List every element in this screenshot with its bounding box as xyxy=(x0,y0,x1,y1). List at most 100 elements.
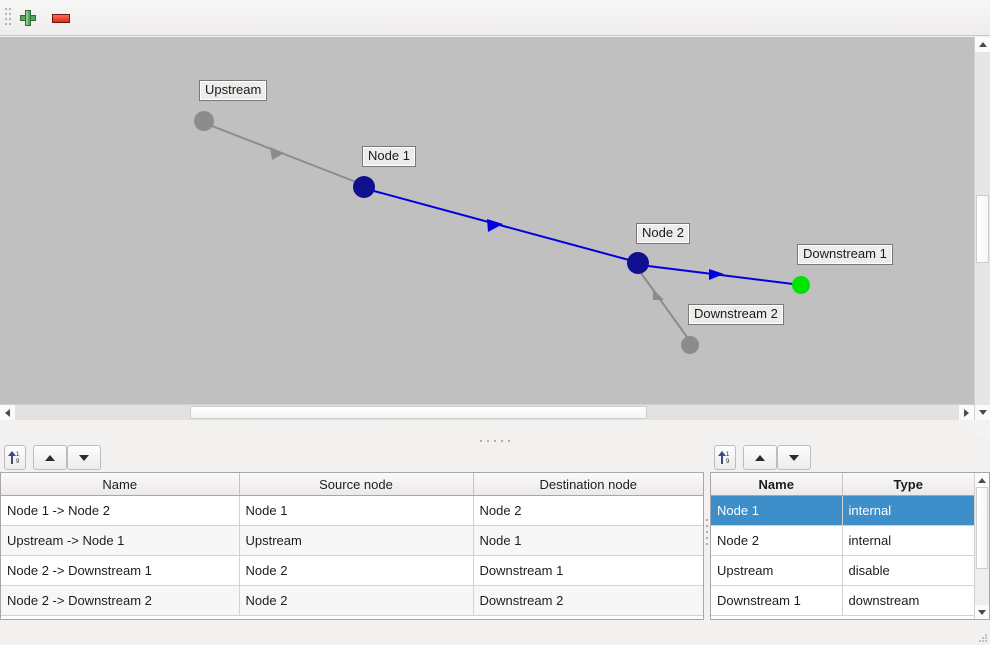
nodes-column-header-name[interactable]: Name xyxy=(711,473,843,496)
links-filler-cell xyxy=(1,615,239,619)
minus-icon xyxy=(52,13,70,23)
table-row[interactable]: Upstream -> Node 1 Upstream Node 1 xyxy=(1,525,703,556)
links-cell-source: Node 1 xyxy=(239,495,474,526)
splitter-grip xyxy=(480,440,510,442)
nodes-pane: 1 9 Name Type xyxy=(710,445,990,645)
graph-node-label-downstream-1[interactable]: Downstream 1 xyxy=(797,244,893,265)
table-row[interactable]: Downstream 1 downstream xyxy=(711,585,974,616)
links-cell-name: Node 2 -> Downstream 1 xyxy=(1,555,240,586)
graph-node-node-2 xyxy=(627,252,649,274)
move-up-icon xyxy=(755,454,765,461)
nodes-move-up-button[interactable] xyxy=(743,445,777,470)
links-cell-source: Node 2 xyxy=(239,585,474,616)
links-move-up-button[interactable] xyxy=(33,445,67,470)
nodes-cell-name: Downstream 1 xyxy=(711,585,843,616)
nodes-cell-type: internal xyxy=(842,495,974,526)
nodes-table-scrollbar[interactable] xyxy=(974,473,989,619)
move-down-icon xyxy=(79,454,89,461)
sort-ascending-icon: 1 9 xyxy=(717,450,733,466)
toolbar-drag-handle[interactable] xyxy=(5,8,11,30)
links-filler-cell xyxy=(473,615,703,619)
nodes-filler-cell xyxy=(711,615,842,619)
chevron-down-icon xyxy=(978,609,986,615)
chevron-up-icon xyxy=(978,477,986,483)
nodes-scroll-up-button[interactable] xyxy=(975,473,989,487)
graph-node-label-upstream[interactable]: Upstream xyxy=(199,80,268,101)
links-toolbar: 1 9 xyxy=(0,445,704,472)
hscroll-thumb[interactable] xyxy=(190,406,647,419)
links-move-down-button[interactable] xyxy=(67,445,101,470)
table-row[interactable]: Node 2 -> Downstream 2 Node 2 Downstream… xyxy=(1,585,703,616)
links-table-container[interactable]: Name Source node Destination node Node 1… xyxy=(0,472,704,620)
nodes-scroll-thumb[interactable] xyxy=(976,487,988,569)
horizontal-splitter[interactable] xyxy=(0,437,990,445)
table-row[interactable]: Upstream disable xyxy=(711,555,974,586)
graph-edges xyxy=(194,111,810,354)
sort-digit-bottom: 9 xyxy=(726,458,730,465)
nodes-move-down-button[interactable] xyxy=(777,445,811,470)
window-resize-grip[interactable] xyxy=(979,634,987,642)
nodes-table-container[interactable]: Name Type Node 1 internal Node 2 interna… xyxy=(710,472,990,620)
nodes-sort-button[interactable]: 1 9 xyxy=(714,445,736,470)
table-row[interactable]: Node 1 internal xyxy=(711,495,974,526)
nodes-cell-type: internal xyxy=(842,525,974,556)
graph-node-label-downstream-2[interactable]: Downstream 2 xyxy=(688,304,784,325)
graph-node-label-node-1[interactable]: Node 1 xyxy=(362,146,416,167)
hscroll-left-button[interactable] xyxy=(0,405,15,420)
vscroll-thumb[interactable] xyxy=(976,195,989,263)
table-row[interactable]: Node 1 -> Node 2 Node 1 Node 2 xyxy=(1,495,703,526)
links-filler-cell xyxy=(239,615,473,619)
links-cell-destination: Downstream 1 xyxy=(473,555,703,586)
hscroll-right-button[interactable] xyxy=(959,405,974,420)
graph-canvas[interactable]: Upstream Node 1 Node 2 Downstream 1 Down… xyxy=(0,37,974,420)
main-toolbar xyxy=(0,0,990,36)
links-cell-destination: Downstream 2 xyxy=(473,585,703,616)
links-cell-source: Node 2 xyxy=(239,555,474,586)
add-button[interactable] xyxy=(17,7,39,29)
nodes-filler-cell xyxy=(842,615,974,619)
nodes-cell-name: Node 1 xyxy=(711,495,843,526)
links-table-filler-row xyxy=(1,615,703,619)
graph-node-label-node-2[interactable]: Node 2 xyxy=(636,223,690,244)
links-column-header-source[interactable]: Source node xyxy=(239,473,474,496)
canvas-horizontal-scrollbar[interactable] xyxy=(0,404,974,420)
nodes-scroll-down-button[interactable] xyxy=(975,605,989,619)
nodes-column-header-type[interactable]: Type xyxy=(842,473,974,496)
links-table-header-row: Name Source node Destination node xyxy=(1,473,703,496)
links-cell-destination: Node 2 xyxy=(473,495,703,526)
chevron-right-icon xyxy=(964,408,969,417)
graph-node-downstream-1 xyxy=(792,276,810,294)
vscroll-down-button[interactable] xyxy=(975,405,990,420)
links-cell-source: Upstream xyxy=(239,525,474,556)
graph-node-downstream-2 xyxy=(681,336,699,354)
remove-button[interactable] xyxy=(50,7,72,29)
links-cell-name: Node 2 -> Downstream 2 xyxy=(1,585,240,616)
nodes-table: Name Type Node 1 internal Node 2 interna… xyxy=(711,473,974,619)
links-cell-destination: Node 1 xyxy=(473,525,703,556)
links-sort-button[interactable]: 1 9 xyxy=(4,445,26,470)
links-column-header-destination[interactable]: Destination node xyxy=(473,473,703,496)
canvas-vertical-scrollbar[interactable] xyxy=(974,37,990,420)
nodes-table-filler-row xyxy=(711,615,974,619)
links-cell-name: Upstream -> Node 1 xyxy=(1,525,240,556)
graph-view: Upstream Node 1 Node 2 Downstream 1 Down… xyxy=(0,37,990,437)
nodes-cell-name: Upstream xyxy=(711,555,843,586)
chevron-down-icon xyxy=(978,410,987,415)
links-pane: 1 9 Name Source node Destination node xyxy=(0,445,704,645)
vscroll-up-button[interactable] xyxy=(975,37,990,52)
chevron-left-icon xyxy=(5,408,10,417)
sort-ascending-icon: 1 9 xyxy=(7,450,23,466)
graph-node-upstream xyxy=(194,111,214,131)
links-column-header-name[interactable]: Name xyxy=(1,473,240,496)
nodes-cell-type: disable xyxy=(842,555,974,586)
move-up-icon xyxy=(45,454,55,461)
nodes-cell-type: downstream xyxy=(842,585,974,616)
move-down-icon xyxy=(789,454,799,461)
table-row[interactable]: Node 2 internal xyxy=(711,525,974,556)
sort-digit-top: 1 xyxy=(16,451,20,458)
vertical-splitter[interactable] xyxy=(704,470,710,593)
sort-digit-bottom: 9 xyxy=(16,458,20,465)
nodes-table-header-row: Name Type xyxy=(711,473,974,496)
table-row[interactable]: Node 2 -> Downstream 1 Node 2 Downstream… xyxy=(1,555,703,586)
